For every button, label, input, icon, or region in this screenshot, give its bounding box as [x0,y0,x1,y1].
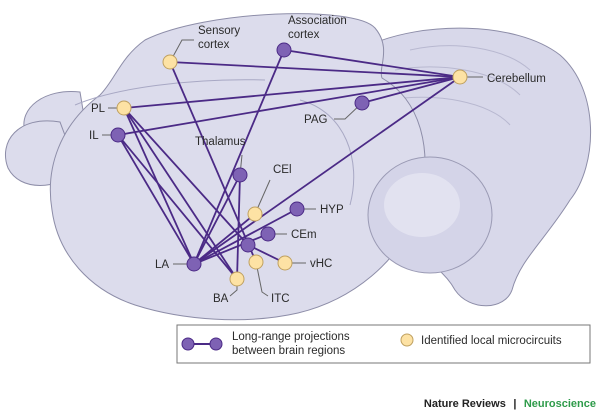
label-cerebellum-line-1: Cerebellum [487,73,546,85]
node-hyp [289,201,305,217]
region-labels: Sensory cortex Association cortexCerebellum… [89,15,546,305]
label-vhc: vHC [310,258,332,270]
label-pag-line-1: PAG [304,114,327,126]
projection-association_cortex-la [193,49,285,265]
node-pl [116,100,132,116]
leader-itc [255,261,269,297]
node-il [110,127,126,143]
legend-long-range-line-1: Long-range projections [232,331,350,343]
node-pag [354,95,370,111]
node-itc [248,254,264,270]
label-itc: ITC [271,293,290,305]
projection-pag-cerebellum [361,76,461,104]
label-association_cortex: Association cortex [288,15,347,41]
label-association_cortex-line-2: cortex [288,29,320,41]
label-sensory_cortex: Sensory cortex [198,25,240,51]
label-la: LA [155,259,169,271]
label-itc-line-1: ITC [271,293,290,305]
label-cei-line-1: CEl [273,164,292,176]
mouse-brain-illustration [4,13,591,321]
label-la-line-1: LA [155,259,169,271]
midbrain-highlight [384,173,460,237]
label-thalamus-line-1: Thalamus [195,136,246,148]
legend-long-range-node-a [181,337,195,351]
node-itc_node [240,237,256,253]
label-ba-line-1: BA [213,293,229,305]
legend-long-range-node-b [209,337,223,351]
node-association_cortex [276,42,292,58]
label-il-line-1: IL [89,130,99,142]
node-ba [229,271,245,287]
legend-local-node [400,333,414,347]
node-la [186,256,202,272]
projection-lines [117,49,461,280]
label-association_cortex-line-1: Association [288,15,347,27]
region-nodes [110,42,468,287]
leader-pag [334,102,363,120]
legend-long-range-line-2: between brain regions [232,345,345,357]
cerebrum [49,13,426,321]
cortex-sulcus [74,79,266,106]
label-cem: CEm [291,229,317,241]
label-ba: BA [213,293,229,305]
label-hyp: HYP [320,204,344,216]
node-cerebellum [452,69,468,85]
projection-sensory_cortex-itc [169,61,257,263]
label-sensory_cortex-line-2: cortex [198,39,230,51]
label-pag: PAG [304,114,327,126]
node-cem [260,226,276,242]
label-hyp-line-1: HYP [320,204,344,216]
legend-long-range-text: Long-range projections between brain reg… [232,331,353,357]
legend-box [176,324,591,364]
label-cerebellum: Cerebellum [487,73,546,85]
label-pl: PL [91,103,106,115]
label-cei: CEl [273,164,292,176]
node-vhc [277,255,293,271]
projection-thalamus-la [193,174,241,265]
legend: Long-range projections between brain reg… [176,324,591,364]
label-pl-line-1: PL [91,103,106,115]
credit-separator: | [513,398,516,410]
projection-la-cem [193,233,269,265]
brain-inner-contour [299,99,355,206]
legend-local-text: Identified local microcircuits [421,335,562,347]
label-sensory_cortex-line-1: Sensory [198,25,240,37]
credit-section: Neuroscience [524,398,596,410]
journal-credit: Nature Reviews | Neuroscience [424,394,596,411]
projection-sensory_cortex-cerebellum [169,61,461,78]
label-il: IL [89,130,99,142]
projection-pl-itc_node [123,107,249,246]
leader-sensory_cortex [169,39,194,63]
projection-la-hyp [193,208,298,265]
credit-journal: Nature Reviews [424,398,506,410]
node-sensory_cortex [162,54,178,70]
label-thalamus: Thalamus [195,136,246,148]
projection-association_cortex-cerebellum [283,49,461,78]
projection-pl-cerebellum [123,76,461,109]
projection-il-la [117,134,195,265]
projection-cei-la [193,213,256,265]
label-cem-line-1: CEm [291,229,317,241]
node-thalamus [232,167,248,183]
projection-il-cerebellum [117,76,461,136]
node-cei [247,206,263,222]
label-vhc-line-1: vHC [310,258,332,270]
